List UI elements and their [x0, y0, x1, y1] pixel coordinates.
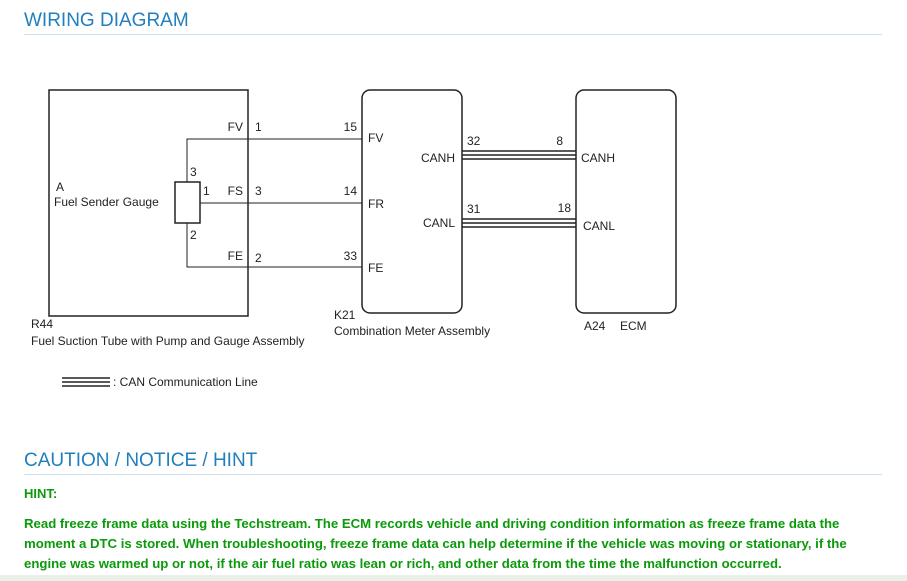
- ecm-pin-18: 18: [558, 201, 572, 215]
- r44-term-label-fe: FE: [228, 249, 243, 263]
- r44-name: Fuel Suction Tube with Pump and Gauge As…: [31, 334, 305, 348]
- wiring-diagram-heading: WIRING DIAGRAM: [24, 10, 189, 31]
- wiring-diagram: FV 1 FS 3 FE 2 3 1 2 A Fuel Sender Gauge…: [31, 89, 677, 389]
- r44-term-pin-1: 1: [255, 120, 262, 134]
- caution-heading: CAUTION / NOTICE / HINT: [24, 450, 258, 471]
- hint-label: HINT:: [24, 486, 58, 501]
- fuel-sender-gauge-symbol: [174, 181, 201, 224]
- sender-pin-1: 1: [203, 184, 210, 198]
- k21-pin-15: 15: [344, 120, 358, 134]
- r44-term-pin-2: 2: [255, 251, 262, 265]
- sender-pin-3: 3: [190, 165, 197, 179]
- sender-code: A: [56, 180, 64, 194]
- can-line-canl: [462, 218, 576, 228]
- r44-term-pin-3: 3: [255, 184, 262, 198]
- k21-pin-33: 33: [344, 249, 358, 263]
- k21-pin-31: 31: [467, 202, 481, 216]
- ecm-pin-8: 8: [556, 134, 563, 148]
- can-legend-symbol: [62, 377, 110, 387]
- sender-wire-fe: [186, 223, 248, 268]
- bottom-strip: [0, 575, 907, 581]
- heading-divider: [24, 34, 882, 35]
- can-line-canh: [462, 150, 576, 160]
- k21-label-fe: FE: [368, 261, 383, 275]
- r44-term-label-fv: FV: [228, 120, 243, 134]
- k21-meter-box: [361, 89, 463, 314]
- a24-ecm-box: [575, 89, 677, 314]
- ecm-canl-label: CANL: [583, 219, 615, 233]
- a24-name: ECM: [620, 319, 647, 333]
- k21-pin-14: 14: [344, 184, 358, 198]
- hint-text: Read freeze frame data using the Techstr…: [24, 516, 847, 571]
- ecm-canh-label: CANH: [581, 151, 615, 165]
- caution-divider: [24, 474, 882, 475]
- k21-canl-label: CANL: [423, 216, 455, 230]
- sender-name: Fuel Sender Gauge: [54, 195, 159, 209]
- k21-canh-label: CANH: [421, 151, 455, 165]
- a24-code: A24: [584, 319, 606, 333]
- sender-pin-2: 2: [190, 228, 197, 242]
- r44-code: R44: [31, 317, 53, 331]
- r44-term-label-fs: FS: [228, 184, 243, 198]
- can-legend-text: : CAN Communication Line: [113, 375, 258, 389]
- k21-name: Combination Meter Assembly: [334, 324, 490, 338]
- k21-label-fv: FV: [368, 131, 383, 145]
- k21-label-fr: FR: [368, 197, 384, 211]
- sender-wire-fv: [186, 138, 248, 182]
- k21-code: K21: [334, 308, 356, 322]
- k21-pin-32: 32: [467, 134, 481, 148]
